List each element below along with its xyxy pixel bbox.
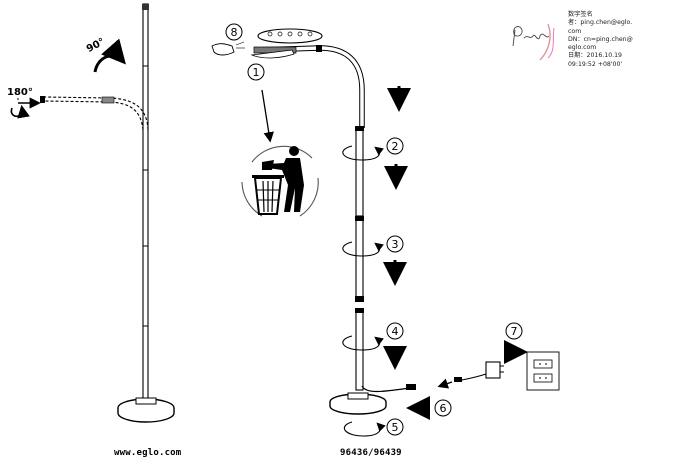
step-1-dispose: 1 <box>241 63 319 217</box>
step-4-number: 4 <box>392 325 399 338</box>
plug-adapter-icon <box>485 361 501 379</box>
rotate-arrow-icon <box>10 104 30 119</box>
step-3-number: 3 <box>392 238 399 251</box>
angle-180-label: 180° <box>7 87 33 98</box>
model-number: 96436/96439 <box>340 448 402 458</box>
signature-line: com <box>568 27 582 35</box>
step-5-twist: 5 <box>343 418 404 437</box>
step-3-twist: 3 <box>342 235 404 257</box>
twist-arrow-icon <box>342 145 384 161</box>
step-8-remote: 8 <box>211 23 323 56</box>
step-2-number: 2 <box>392 140 399 153</box>
step-4-twist: 4 <box>342 322 404 351</box>
step-8-number: 8 <box>231 26 238 39</box>
twist-arrow-icon <box>342 241 384 257</box>
signature-line: 者：ping.chen@eglo. <box>568 19 633 27</box>
step-6-number: 6 <box>440 402 447 415</box>
rotate-180-indicator: 180° <box>7 87 41 119</box>
handwritten-signature <box>512 23 555 61</box>
hand-icon <box>211 43 235 56</box>
power-adapter <box>437 361 504 389</box>
step-7-number: 7 <box>511 325 518 338</box>
step-7-plug-in: 7 <box>504 322 560 391</box>
step-6-connect: 6 <box>406 396 452 420</box>
twist-arrow-icon <box>343 421 386 437</box>
down-arrows <box>383 86 411 370</box>
lamp-right <box>250 45 416 415</box>
website-url: www.eglo.com <box>114 448 182 458</box>
digital-signature-block: 数字签名 者：ping.chen@eglo. com DN：cn=ping.ch… <box>568 11 688 69</box>
angle-90-label: 90° <box>85 36 107 55</box>
signature-line: 09:19:52 +08'00' <box>568 60 623 68</box>
step-5-number: 5 <box>392 421 399 434</box>
trash-disposal-icon <box>252 146 304 215</box>
step-1-number: 1 <box>253 66 260 79</box>
signature-line: 日期：2016.10.19 <box>568 52 622 60</box>
signature-line: eglo.com <box>568 44 597 52</box>
twist-arrow-icon <box>342 335 384 351</box>
rotate-90-indicator: 90° <box>85 36 126 73</box>
lamp-left <box>40 3 175 423</box>
rotate-arrow-icon <box>93 38 126 73</box>
wall-socket-icon <box>526 351 560 391</box>
signature-line: DN：cn=ping.chen@ <box>568 35 633 43</box>
step-2-twist: 2 <box>342 137 404 161</box>
signature-line: 数字签名 <box>568 11 593 18</box>
